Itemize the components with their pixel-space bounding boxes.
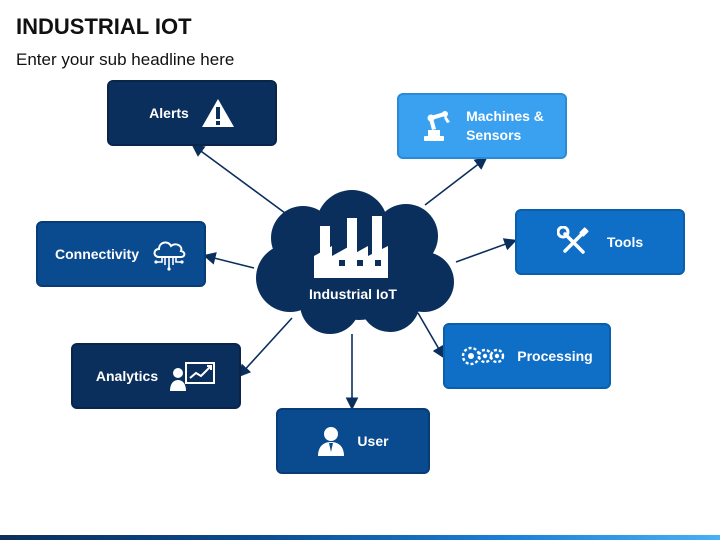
analytics-label: Analytics <box>95 367 159 384</box>
arrow-to-machines <box>424 157 488 206</box>
factory-icon <box>314 216 388 278</box>
node-user: User <box>276 408 430 474</box>
bottom-accent-bar <box>0 535 720 540</box>
user-icon <box>317 425 345 457</box>
slide-subtitle: Enter your sub headline here <box>16 50 235 69</box>
machines-label-line1: Machines & <box>466 108 544 124</box>
connectivity-label: Connectivity <box>54 245 139 262</box>
arrow-to-processing <box>417 312 445 359</box>
robot-arm-icon <box>420 109 454 143</box>
wrench-screwdriver-icon <box>556 226 589 258</box>
warning-icon <box>201 98 235 128</box>
slide-title: INDUSTRIAL IOT <box>16 14 192 39</box>
node-connectivity: Connectivity <box>36 221 206 287</box>
node-alerts: Alerts <box>107 80 277 146</box>
node-tools: Tools <box>515 209 685 275</box>
machines-label-line2: Sensors <box>466 127 522 143</box>
cloud-shape <box>256 190 454 334</box>
alerts-label: Alerts <box>149 104 189 121</box>
machines-sensors-label: Machines & Sensors <box>466 107 544 145</box>
processing-label: Processing <box>517 347 593 364</box>
arrow-to-analytics <box>237 317 293 378</box>
cloud-network-icon <box>151 237 187 271</box>
center-label: Industrial IoT <box>309 286 397 302</box>
arrow-to-alerts <box>191 144 286 214</box>
user-label: User <box>357 432 389 449</box>
arrow-to-tools <box>455 238 518 263</box>
presentation-chart-icon <box>170 361 216 391</box>
node-machines-sensors: Machines & Sensors <box>397 93 567 159</box>
node-processing: Processing <box>443 323 611 389</box>
gears-icon <box>461 344 505 368</box>
node-analytics: Analytics <box>71 343 241 409</box>
tools-label: Tools <box>606 233 644 250</box>
arrow-to-connectivity <box>202 252 255 269</box>
industrial-iot-cloud: Industrial IoT <box>248 190 462 336</box>
